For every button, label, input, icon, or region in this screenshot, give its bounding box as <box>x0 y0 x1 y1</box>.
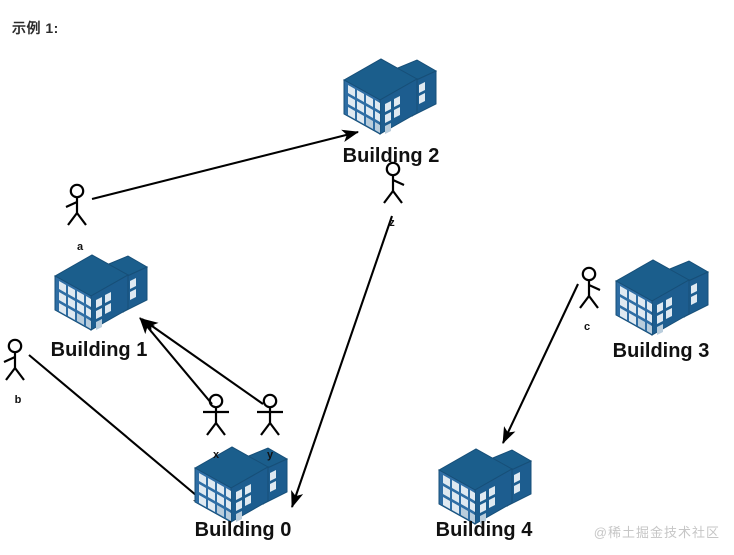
building-2-label: Building 2 <box>342 145 440 167</box>
building-3-label: Building 3 <box>612 340 710 362</box>
arrow-c-to-building-4 <box>502 283 579 444</box>
stick-figure-icon <box>255 393 285 437</box>
stick-figure-icon <box>382 161 406 205</box>
office-building-icon <box>615 259 709 336</box>
person-z-label: z <box>389 217 395 229</box>
office-building-icon <box>194 446 288 523</box>
person-y-label: y <box>266 449 274 461</box>
arrow-y-to-building-1 <box>141 318 264 405</box>
building-1-label: Building 1 <box>50 339 148 361</box>
arrows-layer <box>28 129 579 508</box>
office-building-icon <box>343 58 437 135</box>
arrow-a-to-building-2 <box>91 129 360 201</box>
stick-figure-icon <box>578 266 602 310</box>
arrow-z-to-building-0 <box>291 215 393 508</box>
person-c-label: c <box>583 321 591 333</box>
office-building-icon <box>54 254 148 331</box>
person-a-label: a <box>76 241 84 253</box>
buildings-layer <box>54 58 709 525</box>
stick-figure-icon <box>2 338 26 382</box>
watermark: @稀土掘金技术社区 <box>593 525 720 540</box>
building-4-label: Building 4 <box>435 519 533 541</box>
building-0-label: Building 0 <box>194 519 292 541</box>
person-x-label: x <box>212 449 220 461</box>
stick-figure-icon <box>64 183 88 227</box>
stick-figure-icon <box>201 393 231 437</box>
arrow-b-to-building-0 <box>28 354 210 507</box>
person-b-label: b <box>14 394 22 406</box>
office-building-icon <box>438 448 532 525</box>
page-title: 示例 1: <box>12 20 59 36</box>
